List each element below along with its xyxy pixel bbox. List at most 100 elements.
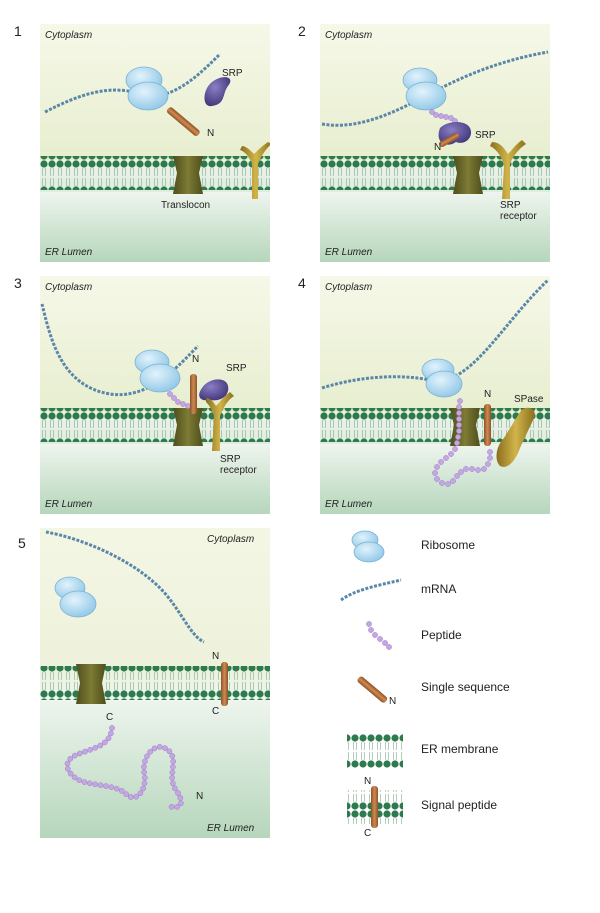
- peptide-bead: [178, 800, 184, 807]
- peptide-chain: [64, 725, 184, 810]
- mrna-strand: [45, 530, 205, 644]
- peptide-chain: [167, 391, 191, 409]
- srp-receptor-label-2: receptor: [500, 211, 537, 222]
- legend-row-mrna: mRNA: [335, 570, 595, 610]
- translocon: [76, 664, 106, 704]
- er-lumen-label: ER Lumen: [207, 823, 255, 834]
- peptide-bead: [141, 763, 147, 770]
- peptide-bead: [170, 780, 176, 787]
- peptide-bead: [168, 804, 175, 810]
- panel-number-1: 1: [14, 23, 22, 39]
- er-membrane-icon: [347, 734, 403, 768]
- er-membrane: [320, 156, 550, 190]
- srp-receptor-label-2: receptor: [220, 465, 257, 476]
- panel-4-illustration: [320, 276, 550, 514]
- panel-2: Cytoplasm ER Lumen SRP N SRP receptor: [320, 24, 550, 262]
- c-terminus-label: C: [212, 706, 220, 717]
- panel-1-illustration: [40, 24, 270, 262]
- peptide-bead: [105, 735, 112, 742]
- panel-2-illustration: [320, 24, 550, 262]
- peptide-bead: [92, 781, 99, 788]
- peptide-bead: [123, 791, 130, 798]
- n-terminus-label: N: [192, 354, 200, 365]
- srp: [204, 77, 231, 107]
- peptide-bead: [64, 766, 71, 772]
- signal-peptide-icon: [347, 786, 403, 828]
- peptide-bead: [103, 783, 109, 789]
- signal-peptide: [221, 662, 228, 706]
- srp-label: SRP: [222, 68, 243, 79]
- peptide-bead: [140, 785, 146, 792]
- peptide-bead: [147, 748, 154, 755]
- n-terminus-label: N: [207, 128, 215, 139]
- panel-1: Cytoplasm ER Lumen SRP N Translocon: [40, 24, 270, 262]
- peptide-bead: [137, 790, 144, 797]
- peptide-bead: [177, 795, 184, 801]
- peptide-bead: [170, 764, 176, 770]
- cytoplasm-label: Cytoplasm: [325, 282, 373, 293]
- peptide-bead: [64, 760, 71, 767]
- panel-3-illustration: [40, 276, 270, 514]
- peptide-bead: [81, 779, 88, 785]
- peptide-bead: [118, 788, 125, 794]
- panel-5: Cytoplasm ER Lumen N C C N: [40, 528, 270, 838]
- panel-4: Cytoplasm ER Lumen SPase N: [320, 276, 550, 514]
- peptide-n-terminus-label: N: [196, 791, 204, 802]
- legend-row-er-membrane: ER membrane: [335, 734, 595, 774]
- peptide-c-terminus-label: C: [106, 712, 114, 723]
- legend-label-mrna: mRNA: [421, 582, 457, 596]
- peptide-bead: [109, 725, 115, 731]
- peptide-bead: [67, 755, 74, 762]
- panel-number-3: 3: [14, 275, 22, 291]
- peptide-bead: [169, 753, 176, 759]
- er-lumen-label: ER Lumen: [325, 247, 373, 258]
- legend-single-sequence-n: N: [389, 696, 397, 707]
- signal-sequence: [190, 374, 197, 414]
- legend-label-signal-peptide: Signal peptide: [421, 798, 498, 812]
- cytoplasm-label: Cytoplasm: [45, 282, 93, 293]
- legend-row-peptide: Peptide: [335, 618, 595, 658]
- srp-receptor-label-1: SRP: [220, 454, 241, 465]
- er-membrane: [40, 156, 270, 190]
- peptide-bead: [142, 758, 148, 765]
- n-terminus-label: N: [212, 651, 220, 662]
- peptide-bead: [108, 730, 114, 737]
- peptide-chain: [432, 398, 493, 487]
- peptide-bead: [76, 777, 83, 784]
- legend-signal-peptide-c: C: [364, 828, 372, 839]
- panel-number-4: 4: [298, 275, 306, 291]
- legend-label-peptide: Peptide: [421, 628, 462, 642]
- peptide-bead: [108, 784, 115, 791]
- signal-sequence: [166, 107, 200, 136]
- cytoplasm-label: Cytoplasm: [325, 30, 373, 41]
- er-lumen-label: ER Lumen: [45, 247, 93, 258]
- panel-number-2: 2: [298, 23, 306, 39]
- srp-receptor: [206, 392, 234, 451]
- peptide-bead: [82, 748, 88, 755]
- srp-label: SRP: [226, 363, 247, 374]
- translocon: [173, 408, 203, 446]
- peptide-bead: [92, 744, 99, 751]
- er-lumen-label: ER Lumen: [45, 499, 93, 510]
- legend-row-single-sequence: N Single sequence: [335, 668, 595, 708]
- spase-label: SPase: [514, 394, 544, 405]
- signal-sequence: [484, 404, 491, 446]
- translocon: [173, 156, 203, 194]
- legend-row-ribosome: Ribosome: [335, 526, 595, 566]
- translocon-label: Translocon: [161, 200, 211, 211]
- peptide-bead: [67, 770, 74, 777]
- peptide-bead: [86, 780, 93, 787]
- translocon: [453, 156, 483, 194]
- peptide-bead: [127, 794, 134, 800]
- peptide-bead: [113, 785, 120, 792]
- ribosome-icon: [351, 530, 385, 563]
- peptide-bead: [76, 750, 83, 757]
- er-lumen-label: ER Lumen: [325, 499, 373, 510]
- peptide-bead: [166, 748, 173, 755]
- peptide-bead: [144, 753, 150, 760]
- peptide-bead: [87, 746, 94, 753]
- peptide-bead: [170, 758, 177, 765]
- peptide-bead: [169, 774, 175, 781]
- srp-label: SRP: [475, 130, 496, 141]
- legend-label-ribosome: Ribosome: [421, 538, 476, 552]
